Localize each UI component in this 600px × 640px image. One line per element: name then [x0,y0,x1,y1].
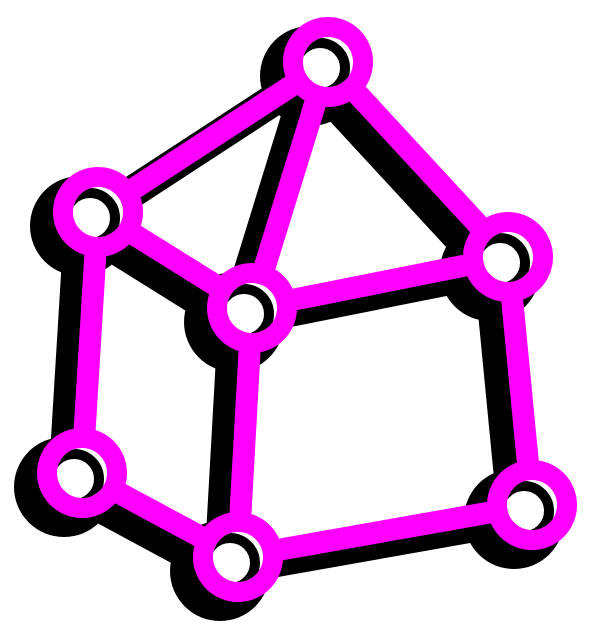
node-inner-shadow [303,38,350,87]
node-inner-shadow [507,481,554,530]
node-inner-shadow [57,449,104,498]
edge-line [227,494,543,568]
node-inner-shadow [73,188,120,237]
node-inner-shadow [483,233,530,282]
node-inner-shadow [227,284,274,333]
edge-line [87,51,339,223]
node-inner-shadow [213,533,260,582]
node-layer [37,17,577,602]
